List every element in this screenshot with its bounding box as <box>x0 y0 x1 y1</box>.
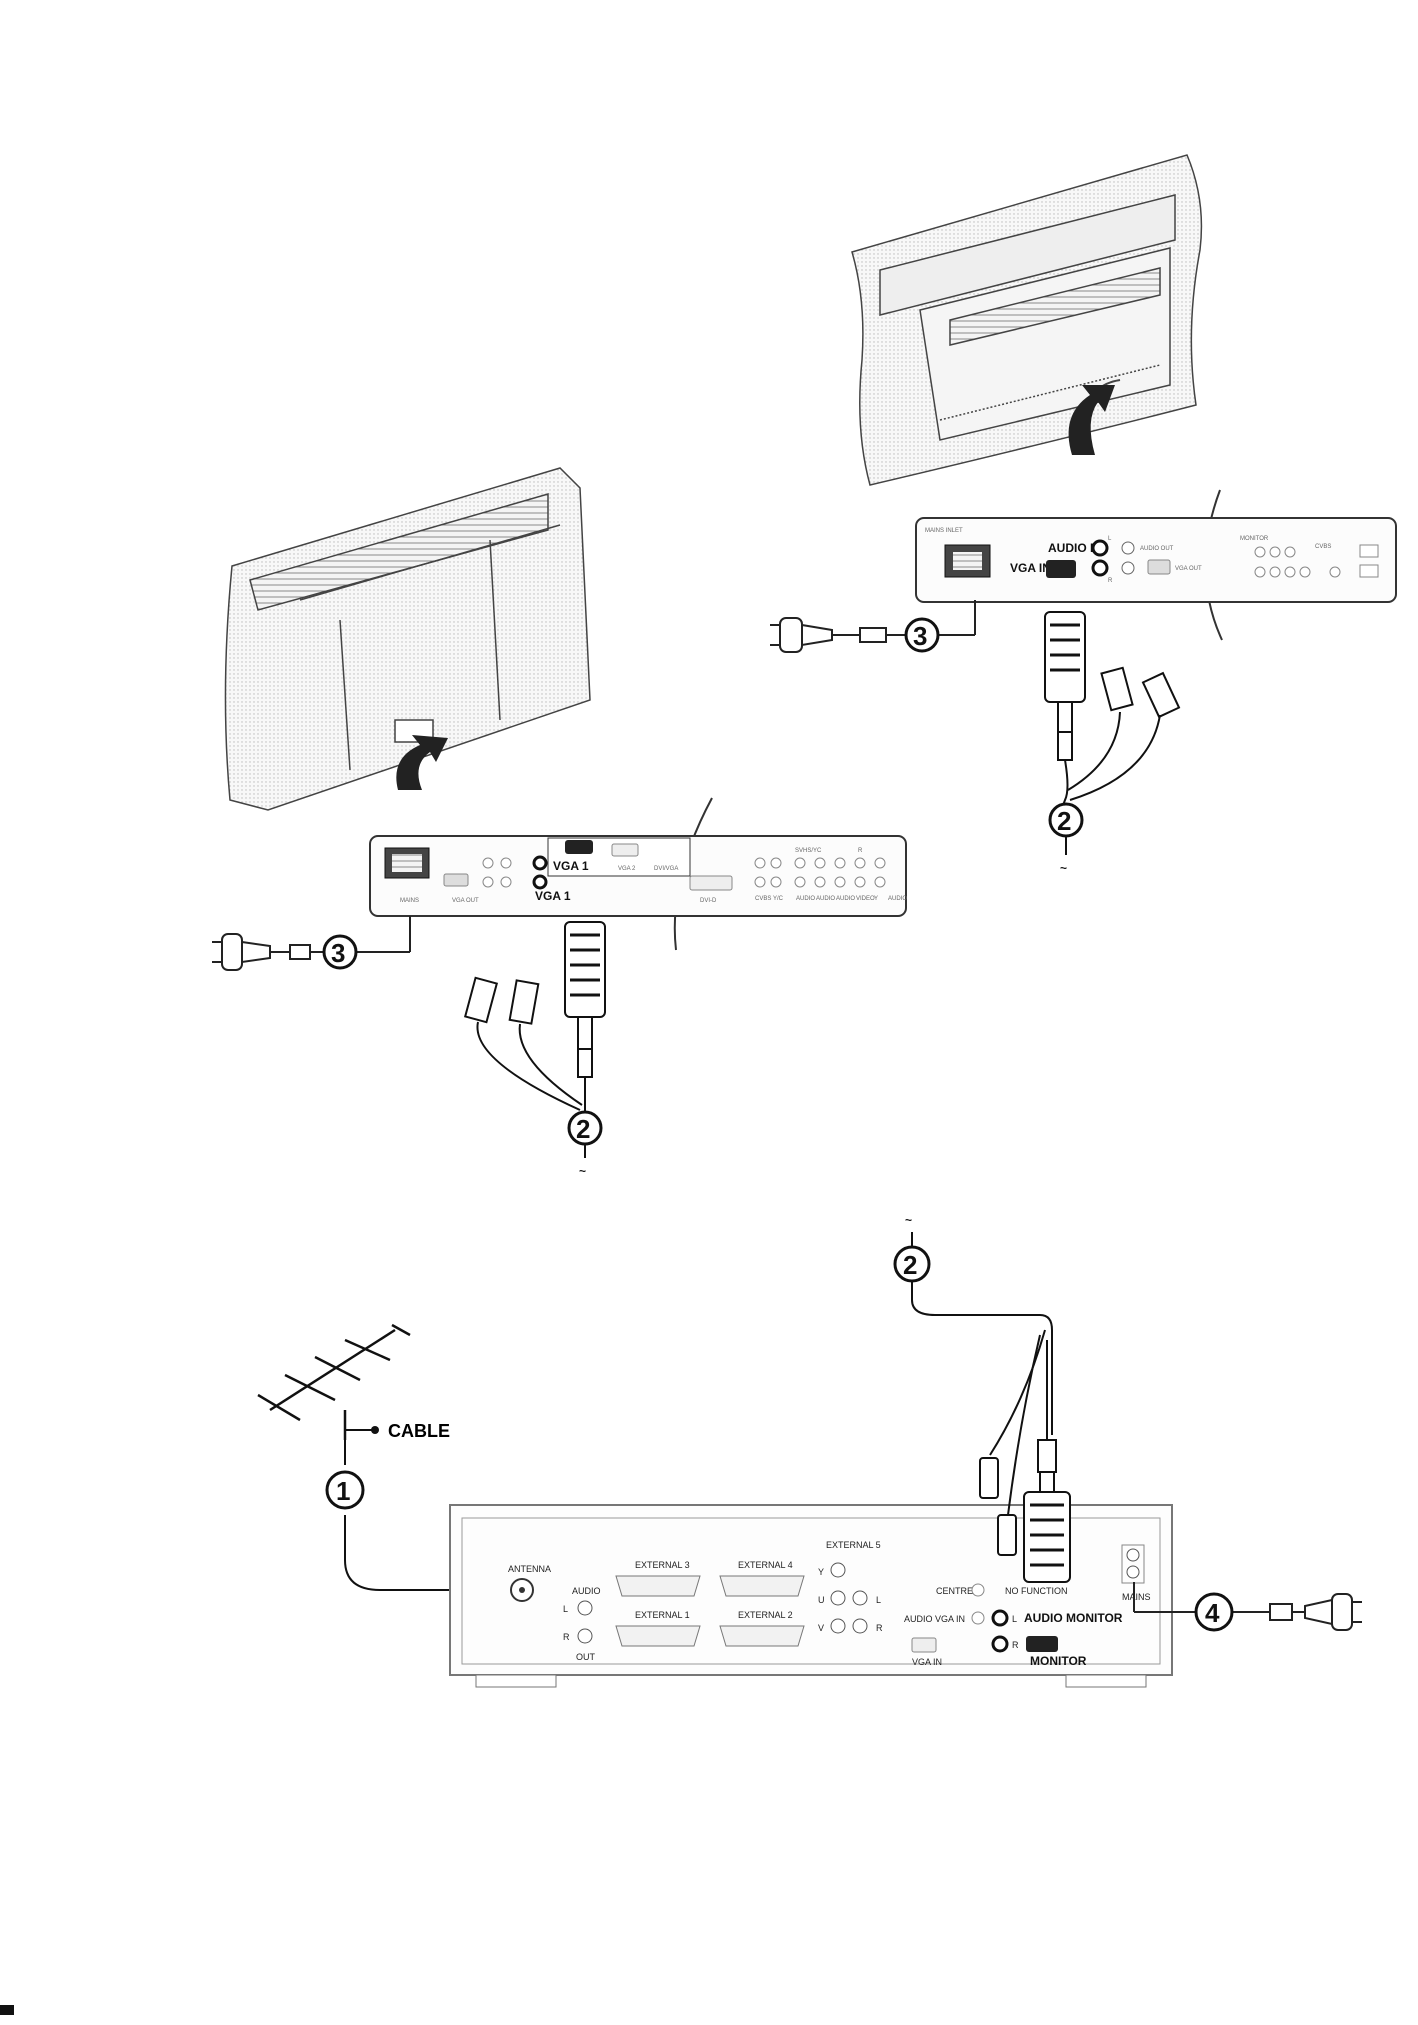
tv-rear-view-middle-left <box>224 467 591 811</box>
svg-text:~: ~ <box>905 1213 912 1227</box>
vga2-label: VGA 2 <box>618 866 636 872</box>
svg-text:AUDIO: AUDIO <box>888 896 907 902</box>
svg-text:L: L <box>563 1604 568 1614</box>
svg-text:Y: Y <box>874 896 878 902</box>
svg-text:~: ~ <box>1060 861 1067 875</box>
vga-audio-cable-left <box>463 921 606 1112</box>
svg-text:3: 3 <box>913 621 927 651</box>
callout-2-left: 2 ~ <box>567 1110 603 1178</box>
audio-r-jack[interactable] <box>532 874 548 890</box>
svg-text:AUDIO MONITOR: AUDIO MONITOR <box>1024 1611 1123 1625</box>
tv-rear-view-upper-right <box>851 154 1203 486</box>
svg-text:U: U <box>818 1595 825 1605</box>
antenna-icon <box>257 1323 411 1440</box>
vga3-label: DVI/VGA <box>654 866 678 872</box>
callout-2-bottom: ~ 2 <box>893 1213 931 1283</box>
mains-inlet-label: MAINS INLET <box>925 528 963 534</box>
svg-text:L: L <box>876 1595 881 1605</box>
cvbs-label: CVBS <box>1315 544 1331 550</box>
audio-monitor-r-jack[interactable] <box>991 1635 1009 1653</box>
r-label: R <box>1108 578 1113 584</box>
vga-out-label: VGA OUT <box>1175 566 1202 572</box>
svg-text:1: 1 <box>336 1476 350 1506</box>
audio-monitor-l-jack[interactable] <box>991 1609 1009 1627</box>
audio-in-r-jack[interactable] <box>1091 559 1109 577</box>
svg-text:MAINS: MAINS <box>1122 1592 1151 1602</box>
svg-text:AUDIO: AUDIO <box>836 896 855 902</box>
right-connection-panel: MAINS INLET AUDIO IN VGA IN L R AUDIO OU… <box>915 517 1397 603</box>
cable-label: CABLE <box>388 1421 450 1441</box>
callout-1: 1 <box>325 1470 365 1510</box>
mains-plug-icon-bottom <box>1133 1582 1362 1631</box>
svg-text:EXTERNAL 4: EXTERNAL 4 <box>738 1560 793 1570</box>
svg-text:~: ~ <box>579 1164 586 1178</box>
svg-text:AUDIO VGA IN: AUDIO VGA IN <box>904 1614 965 1624</box>
mains-plug-icon-left <box>212 916 411 971</box>
audio-in-label: AUDIO IN <box>1048 541 1102 555</box>
svg-text:R: R <box>1012 1640 1019 1650</box>
monitor-label: MONITOR <box>1240 536 1269 542</box>
receiver-box: ANTENNA AUDIO L R OUT EXTERNAL 3 EXTERNA… <box>449 1504 1173 1688</box>
audio-out-label: AUDIO OUT <box>1140 546 1174 552</box>
svg-text:2: 2 <box>576 1114 590 1144</box>
svg-text:OUT: OUT <box>576 1652 596 1662</box>
svg-text:EXTERNAL 2: EXTERNAL 2 <box>738 1610 793 1620</box>
svg-text:Y: Y <box>818 1567 824 1577</box>
vga-in-label: VGA IN <box>1010 561 1051 575</box>
left-connection-panel: MAINS VGA OUT VGA 1 VGA 2 DVI/VGA VGA 1 … <box>369 835 907 917</box>
callout-4: 4 <box>1194 1592 1234 1632</box>
svg-text:L: L <box>1012 1614 1017 1624</box>
svg-text:NO FUNCTION: NO FUNCTION <box>1005 1586 1068 1596</box>
svg-text:2: 2 <box>1057 806 1071 836</box>
vga-out-label: VGA OUT <box>452 898 479 904</box>
scart-external-2[interactable] <box>719 1625 805 1647</box>
svg-text:SVHS/YC: SVHS/YC <box>795 848 822 854</box>
callout-3-left: 3 <box>322 934 358 970</box>
page-corner-mark <box>0 2005 14 2015</box>
scart-external-1[interactable] <box>615 1625 701 1647</box>
callout-3-right: 3 <box>904 617 940 653</box>
vga1-port[interactable] <box>565 840 593 854</box>
scart-external-3[interactable] <box>615 1575 701 1597</box>
audio-l-jack[interactable] <box>532 855 548 871</box>
vga1-connector-label: VGA 1 <box>535 889 571 903</box>
svg-text:EXTERNAL 5: EXTERNAL 5 <box>826 1540 881 1550</box>
vga1-label: VGA 1 <box>553 859 589 873</box>
svg-text:EXTERNAL 3: EXTERNAL 3 <box>635 1560 690 1570</box>
svg-text:Y/C: Y/C <box>773 896 784 902</box>
svg-text:V: V <box>818 1623 824 1633</box>
up-arrow-icon <box>396 735 448 790</box>
svg-text:AUDIO: AUDIO <box>796 896 815 902</box>
svg-text:VIDEO: VIDEO <box>856 896 875 902</box>
audio-in-l-jack[interactable] <box>1091 539 1109 557</box>
antenna-label: ANTENNA <box>508 1564 551 1574</box>
vga-audio-cable-right <box>1044 611 1181 809</box>
svg-text:R: R <box>858 848 863 854</box>
callout-2-right: 2 ~ <box>1048 802 1084 875</box>
scart-external-4[interactable] <box>719 1575 805 1597</box>
svg-text:2: 2 <box>903 1250 917 1280</box>
l-label: L <box>1108 536 1112 542</box>
svg-text:EXTERNAL 1: EXTERNAL 1 <box>635 1610 690 1620</box>
svg-text:3: 3 <box>331 938 345 968</box>
dvi-label: DVI-D <box>700 898 717 904</box>
svg-text:R: R <box>563 1632 570 1642</box>
svg-text:4: 4 <box>1205 1598 1220 1628</box>
vga-audio-cable-bottom <box>911 1280 1071 1583</box>
svg-text:CENTRE: CENTRE <box>936 1586 973 1596</box>
cable-dot-icon <box>371 1426 379 1434</box>
svg-text:CVBS: CVBS <box>755 896 771 902</box>
svg-text:VGA IN: VGA IN <box>912 1657 942 1667</box>
svg-text:AUDIO: AUDIO <box>572 1586 601 1596</box>
mains-label: MAINS <box>400 898 419 904</box>
svg-text:AUDIO: AUDIO <box>816 896 835 902</box>
up-arrow-icon <box>1068 385 1115 455</box>
mains-plug-icon-right <box>770 600 976 653</box>
svg-text:R: R <box>876 1623 883 1633</box>
svg-text:MONITOR: MONITOR <box>1030 1654 1087 1668</box>
monitor-port[interactable] <box>1026 1636 1058 1652</box>
